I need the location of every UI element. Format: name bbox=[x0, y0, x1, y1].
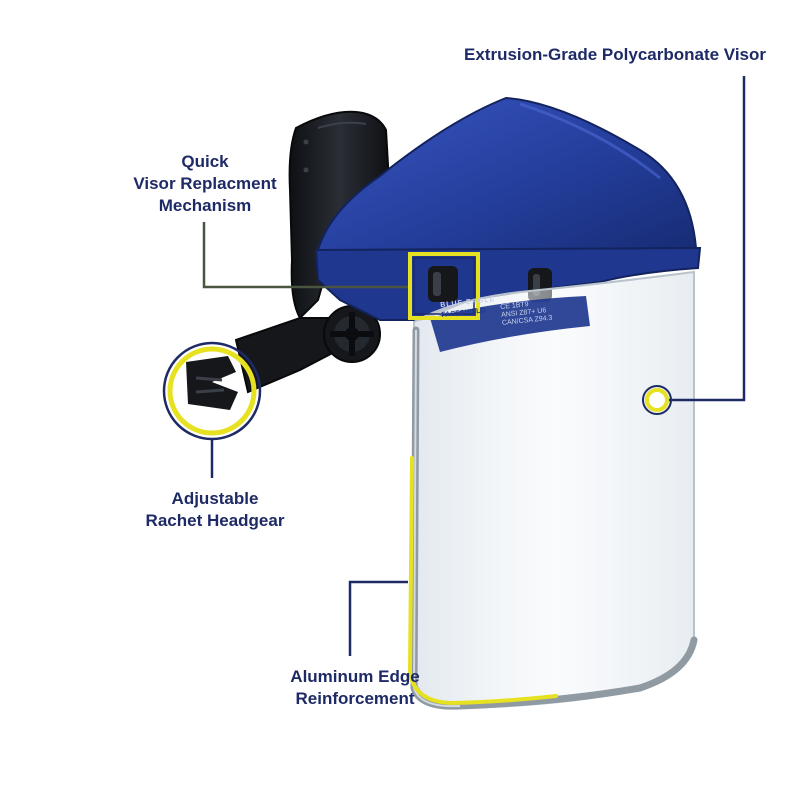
ratchet-pivot-knob bbox=[323, 305, 381, 363]
ratchet-knob-detail bbox=[186, 356, 238, 410]
ratchet-highlight-ring bbox=[167, 346, 257, 436]
visor-mount-stud-left bbox=[428, 266, 458, 302]
edge-line-1: Aluminum Edge bbox=[290, 667, 420, 686]
edge-leader-line bbox=[348, 580, 408, 656]
ratchet-line-2: Rachet Headgear bbox=[145, 511, 285, 530]
edge-callout-label: Aluminum Edge Reinforcement bbox=[260, 666, 450, 710]
quick-mechanism-line-2: Visor Replacment bbox=[133, 174, 277, 193]
ratchet-line-1: Adjustable bbox=[171, 489, 259, 508]
ratchet-callout-label: Adjustable Rachet Headgear bbox=[110, 488, 320, 532]
quick-mechanism-leader-line bbox=[202, 222, 412, 289]
edge-highlight bbox=[407, 456, 558, 706]
quick-mechanism-callout-label: Quick Visor Replacment Mechanism bbox=[110, 151, 300, 217]
visor-callout-label: Extrusion-Grade Polycarbonate Visor bbox=[440, 44, 790, 66]
edge-line-2: Reinforcement bbox=[295, 689, 415, 708]
quick-mechanism-line-1: Quick bbox=[181, 152, 229, 171]
quick-mechanism-highlight-box bbox=[408, 252, 480, 320]
visor-callout-line-1: Extrusion-Grade Polycarbonate Visor bbox=[464, 45, 766, 64]
visor-leader-line bbox=[668, 76, 746, 402]
visor-label-band bbox=[430, 296, 590, 352]
visor-highlight-ring bbox=[645, 388, 669, 412]
quick-mechanism-line-3: Mechanism bbox=[158, 196, 252, 215]
headgear-strap-ridge bbox=[317, 121, 367, 129]
